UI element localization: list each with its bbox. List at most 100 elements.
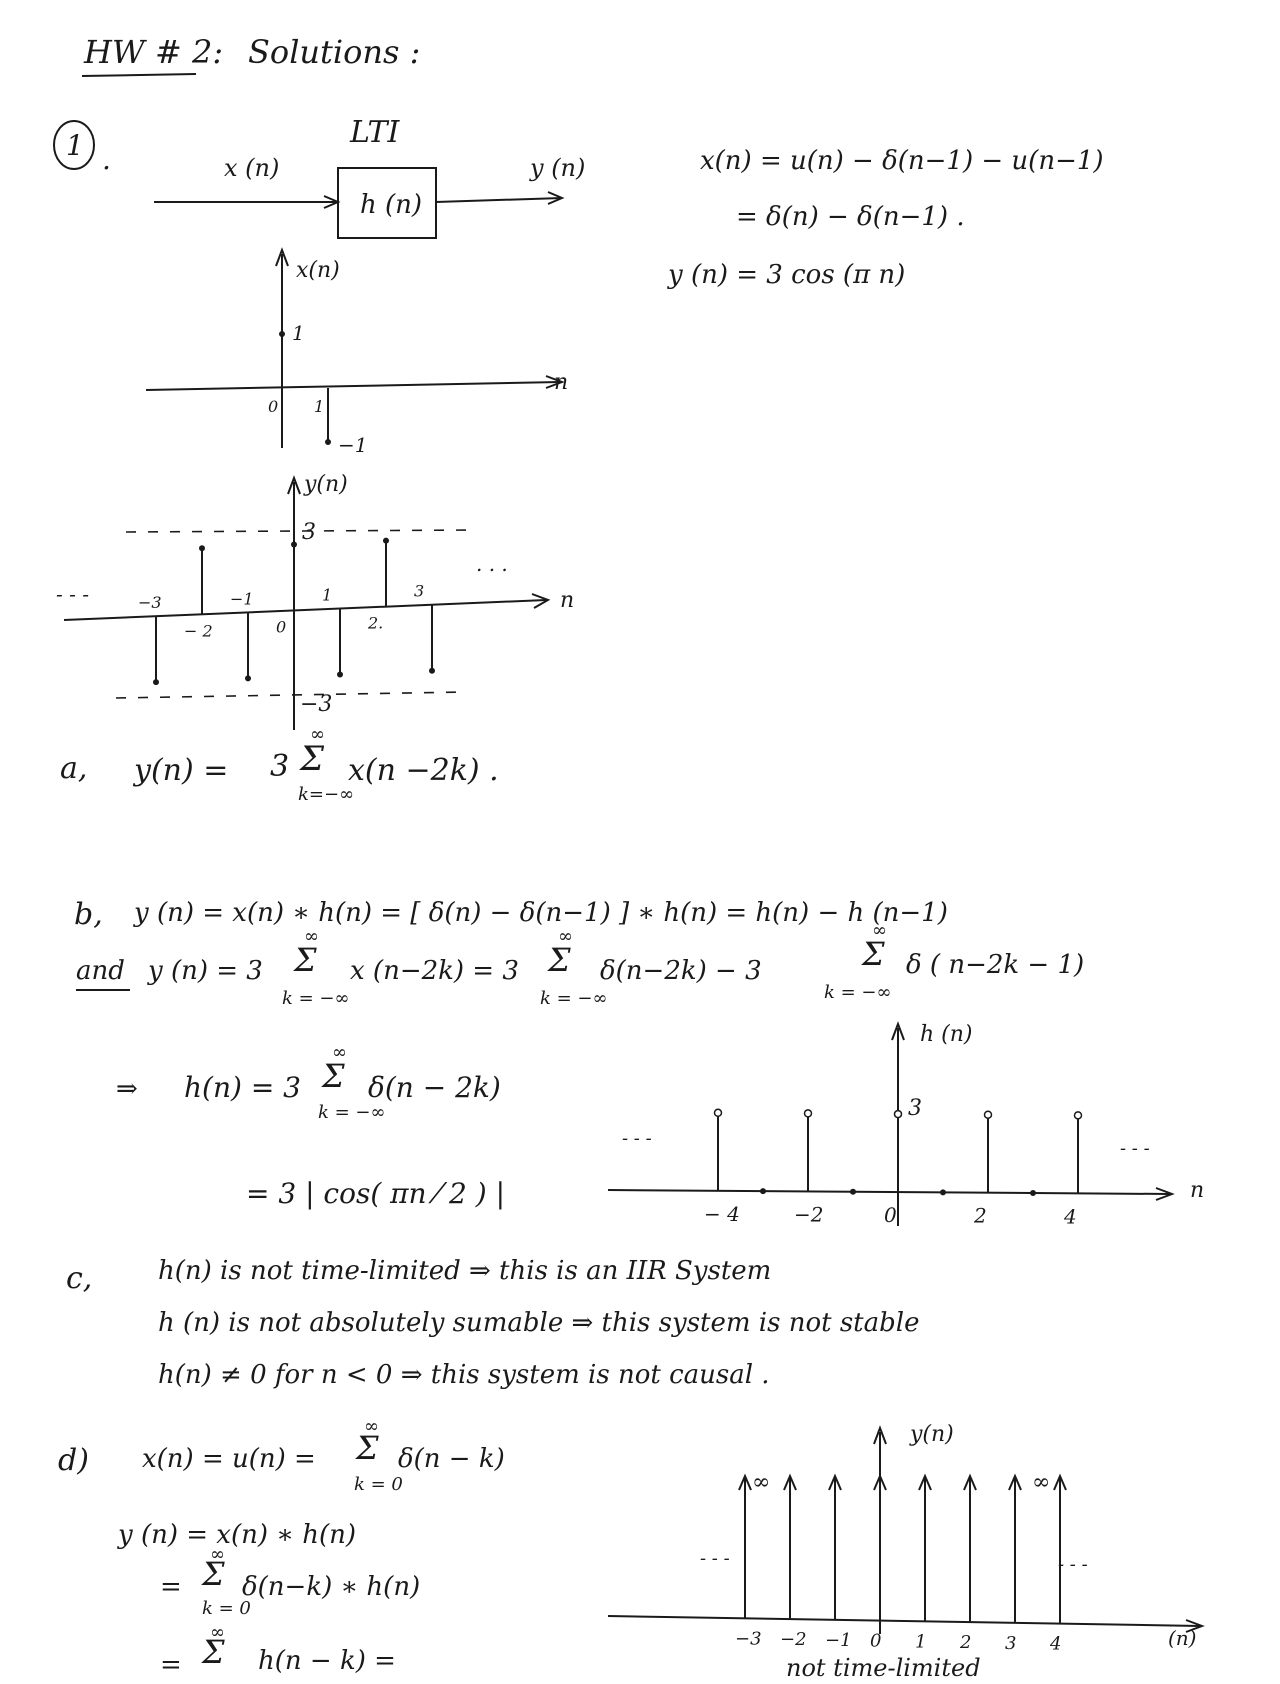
y-stem-dot bbox=[337, 671, 343, 678]
output-arrowhead bbox=[547, 191, 565, 205]
y-stem-dot bbox=[291, 541, 297, 548]
h-zero-dot bbox=[940, 1189, 946, 1196]
part-d-sum1-bottom: k = 0 bbox=[354, 1474, 403, 1495]
part-a-sum-bottom: k=−∞ bbox=[298, 784, 355, 805]
h-stem-dot bbox=[803, 1109, 813, 1118]
h-plot-axis bbox=[607, 1189, 1171, 1195]
part-b-sum3-sigma: Σ bbox=[862, 935, 885, 973]
y-stem-dot bbox=[429, 667, 435, 674]
solutions-heading: Solutions : bbox=[248, 33, 421, 71]
y-stem-dot bbox=[199, 545, 205, 552]
part-d-sum2-top: ∞ bbox=[210, 1544, 225, 1565]
d-tick-label: −1 bbox=[825, 1630, 852, 1651]
part-c-label: c, bbox=[66, 1261, 93, 1296]
problem-number-circle bbox=[53, 120, 95, 170]
part-b-line-1: y (n) = x(n) ∗ h(n) = [ δ(n) − δ(n−1) ] … bbox=[134, 898, 948, 928]
y-stem-dot bbox=[245, 675, 251, 682]
part-d-line-3-prefix: = bbox=[160, 1572, 182, 1602]
part-a-body: x(n −2k) . bbox=[348, 753, 499, 788]
h-tick-label: 4 bbox=[1063, 1204, 1077, 1228]
part-b-and: and bbox=[76, 956, 125, 986]
part-a-lhs: y(n) = bbox=[134, 753, 229, 788]
part-a-sigma: Σ bbox=[300, 739, 325, 779]
d-tick-label: −3 bbox=[735, 1628, 762, 1649]
part-b-arrow: ⇒ bbox=[116, 1074, 138, 1104]
h-plot-xlabel: n bbox=[1190, 1178, 1205, 1203]
part-d-sum2-bottom: k = 0 bbox=[202, 1598, 251, 1619]
part-b-line-2-lhs: y (n) = 3 bbox=[148, 956, 263, 986]
y-stem-dot bbox=[153, 679, 159, 686]
part-c-line-3: h(n) ≠ 0 for n < 0 ⇒ this system is not … bbox=[158, 1360, 770, 1390]
d-stem-arrow bbox=[1053, 1473, 1067, 1491]
part-a-coef: 3 bbox=[270, 749, 290, 784]
lti-label: LTI bbox=[350, 115, 400, 150]
d-stem-arrow bbox=[828, 1473, 842, 1491]
h-stem-dot bbox=[713, 1108, 723, 1118]
part-b-line-4: = 3 | cos( πn ⁄ 2 ) | bbox=[246, 1177, 506, 1210]
part-b-sum1-sigma: Σ bbox=[294, 941, 317, 979]
x-stem-dot bbox=[325, 439, 331, 445]
h-stem-dot bbox=[983, 1110, 993, 1119]
part-d-label: d) bbox=[58, 1443, 89, 1478]
y-infinite-stem-plot: −3 −2 −1 0 1 2 3 4 bbox=[607, 1425, 1205, 1655]
part-d-sum1-sigma: Σ bbox=[356, 1429, 379, 1467]
y-plot-xlabel: n bbox=[560, 588, 575, 613]
h-plot-left-dots: - - - bbox=[622, 1128, 652, 1149]
part-b-label: b, bbox=[74, 897, 103, 932]
y-tick-label: 0 bbox=[276, 617, 286, 636]
y-plot-right-dots: . . . bbox=[476, 552, 508, 576]
y-plot-upper-dashline bbox=[125, 529, 477, 533]
y-tick-label: 2. bbox=[367, 614, 383, 633]
h-zero-dot bbox=[760, 1188, 766, 1195]
given-line-3: y (n) = 3 cos (π n) bbox=[668, 260, 906, 290]
part-b-line-3-lhs: h(n) = 3 bbox=[184, 1071, 301, 1104]
part-d-line-4-body: h(n − k) = bbox=[258, 1646, 396, 1676]
part-d-sum1-top: ∞ bbox=[364, 1416, 379, 1437]
d-tick-label: −2 bbox=[780, 1629, 807, 1650]
h-stem-dot bbox=[893, 1109, 903, 1119]
part-b-sum4-sigma: Σ bbox=[322, 1057, 345, 1095]
h-stem-dot bbox=[1073, 1111, 1083, 1120]
d-tick-label: 1 bbox=[915, 1631, 926, 1652]
y-plot-vertical-arrow bbox=[287, 475, 301, 495]
title-underline bbox=[81, 73, 197, 77]
given-line-1: x(n) = u(n) − δ(n−1) − u(n−1) bbox=[700, 146, 1104, 176]
system-box-label: h (n) bbox=[360, 190, 423, 220]
part-b-line-3-body: δ(n − 2k) bbox=[368, 1071, 501, 1104]
part-b-sum1-top: ∞ bbox=[304, 926, 319, 947]
x-plot-axis bbox=[145, 381, 561, 391]
x-stem-dot bbox=[279, 331, 285, 337]
h-plot-right-dots: - - - bbox=[1120, 1138, 1150, 1159]
x-stem-label: 1 bbox=[292, 321, 305, 345]
d-plot-ylabel: y(n) bbox=[910, 1422, 954, 1447]
y-plot-lower-dashline bbox=[115, 691, 467, 699]
y-plot-axis bbox=[63, 599, 547, 621]
d-tick-label: 0 bbox=[870, 1631, 881, 1652]
h-tick-label: 2 bbox=[973, 1204, 987, 1228]
h-tick-label: 0 bbox=[884, 1203, 897, 1227]
part-b-line-2-t1: x (n−2k) = 3 bbox=[350, 956, 519, 986]
x-plot-ylabel: x(n) bbox=[296, 258, 340, 283]
h-zero-dot bbox=[850, 1188, 856, 1195]
x-plot-xlabel: n bbox=[554, 370, 569, 395]
y-tick-label: 1 bbox=[322, 586, 332, 605]
d-tick-label: 4 bbox=[1049, 1634, 1061, 1655]
d-tick-label: 2 bbox=[959, 1632, 971, 1653]
x-stem-label: −1 bbox=[338, 433, 367, 457]
d-plot-right-dots: - - - bbox=[1058, 1554, 1088, 1575]
part-a-label: a, bbox=[60, 751, 88, 786]
part-a-sum-top: ∞ bbox=[310, 724, 325, 745]
d-stem-arrow bbox=[963, 1473, 977, 1491]
y-tick-label: 3 bbox=[414, 582, 424, 601]
part-b-sum1-bottom: k = −∞ bbox=[282, 988, 350, 1009]
d-tick-label: 3 bbox=[1005, 1633, 1016, 1654]
part-b-sum4-bottom: k = −∞ bbox=[318, 1102, 386, 1123]
h-tick-label: − 4 bbox=[704, 1202, 740, 1226]
block-input-label: x (n) bbox=[224, 154, 280, 182]
d-plot-axis bbox=[607, 1615, 1201, 1627]
part-b-line-2-t2: δ(n−2k) − 3 bbox=[600, 956, 762, 986]
y-plot-pos-label: 3 bbox=[302, 520, 316, 545]
h-plot-vertical-arrow bbox=[891, 1021, 905, 1041]
